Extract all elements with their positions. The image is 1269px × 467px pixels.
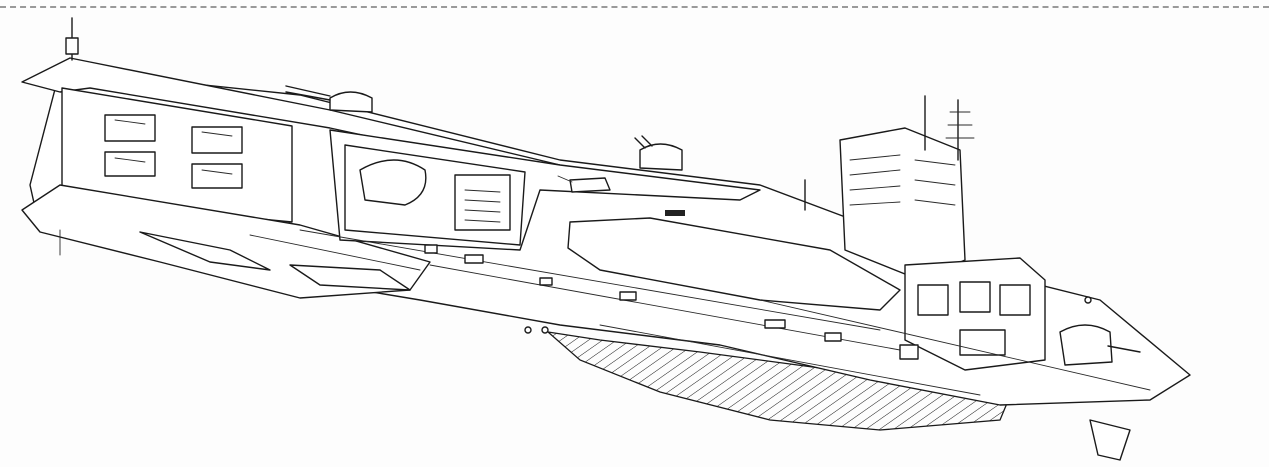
deck-turret-mid <box>634 135 683 171</box>
underside-details <box>59 229 411 291</box>
deck-turret-aft <box>285 85 373 113</box>
bridge-windows <box>849 154 956 206</box>
forward-block-details <box>917 281 1031 356</box>
stern-antenna <box>65 17 79 61</box>
side-bulge <box>567 217 901 311</box>
top-dashed-border <box>0 6 1269 8</box>
housing-vents <box>464 189 501 223</box>
hull-panel-lines <box>249 229 1151 396</box>
turret-dome <box>359 159 427 206</box>
bow-gun-barrel <box>1107 345 1141 353</box>
hangar-openings <box>104 114 243 189</box>
keel-fin <box>1089 419 1131 461</box>
turret-housing <box>454 174 511 231</box>
mast <box>804 95 975 211</box>
secondary-guns <box>557 175 611 193</box>
hull-ports <box>424 210 1092 360</box>
bridge-tower <box>839 127 966 281</box>
lower-hull-hatched <box>545 331 1011 431</box>
bow-turret <box>1059 324 1113 366</box>
